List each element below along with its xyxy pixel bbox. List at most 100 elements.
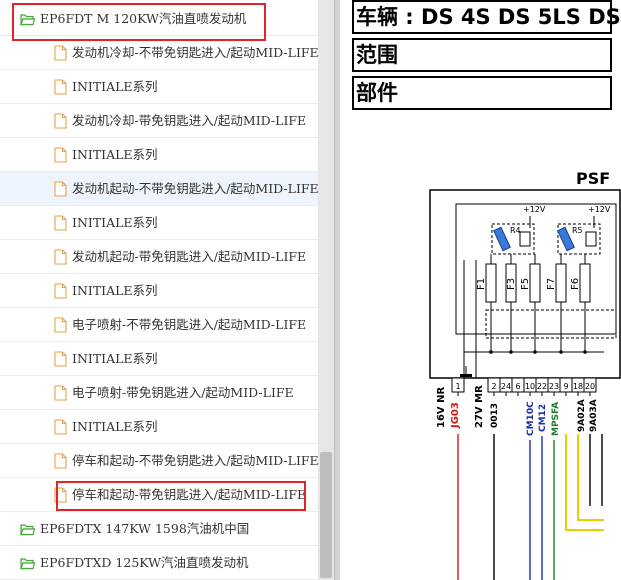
tree-item-label: EP6FDTX 147KW 1598汽油机中国 (40, 521, 250, 536)
wire-cm10c: CM10C (526, 401, 536, 436)
pin-9: 9 (563, 382, 568, 391)
tree-folder-item[interactable]: EP6FDT M 120KW汽油直喷发动机 (0, 2, 318, 36)
fuse-f1-label: F1 (476, 278, 487, 290)
document-icon (54, 147, 67, 167)
pane-splitter[interactable] (334, 0, 340, 580)
fuse-f5 (529, 263, 541, 303)
document-icon (54, 385, 67, 405)
tree-item-label: INITIALE系列 (72, 215, 158, 230)
document-icon (54, 215, 67, 235)
fuse-f7 (555, 263, 567, 303)
tree-item-label: INITIALE系列 (72, 351, 158, 366)
part-label: 部件 (356, 81, 398, 105)
wiring-schematic: PSF +12V +12V R4 R5 F1 F3 F5 F (429, 169, 621, 580)
supply-label-1: +12V (523, 205, 546, 214)
document-icon (54, 113, 67, 133)
fuse-f3-label: F3 (506, 278, 517, 290)
tree-folder-item[interactable]: EP6FDTXD 125KW汽油直喷发动机 (0, 546, 318, 580)
tree-item-label: 发动机起动-不带免钥匙进入/起动MID-LIFE (72, 181, 319, 196)
relay-r4-label: R4 (510, 226, 521, 235)
pin-2: 2 (491, 382, 496, 391)
tree-document-item[interactable]: 电子喷射-不带免钥匙进入/起动MID-LIFE (0, 308, 318, 342)
scrollbar-thumb[interactable] (320, 452, 332, 578)
wire-yellow-2 (577, 434, 604, 521)
fuse-f6 (579, 263, 591, 303)
tree-document-item[interactable]: 发动机起动-带免钥匙进入/起动MID-LIFE (0, 240, 318, 274)
pin-6: 6 (515, 382, 520, 391)
fuse-f5-label: F5 (520, 278, 531, 290)
scope-row: 范围 (352, 38, 612, 72)
wire-0013: 0013 (490, 403, 500, 428)
relay-r4-coil (493, 226, 511, 252)
document-icon (54, 283, 67, 303)
tree-document-item[interactable]: INITIALE系列 (0, 138, 318, 172)
psf-sub-box (485, 309, 617, 339)
tree-document-item[interactable]: INITIALE系列 (0, 70, 318, 104)
tree-item-label: 电子喷射-不带免钥匙进入/起动MID-LIFE (72, 317, 307, 332)
supply-label-2: +12V (588, 205, 611, 214)
document-icon (54, 419, 67, 439)
tree-folder-item[interactable]: EP6FDTX 147KW 1598汽油机中国 (0, 512, 318, 546)
document-icon (54, 181, 67, 201)
relay-r5-label: R5 (572, 226, 583, 235)
fuse-f1 (485, 263, 497, 303)
tree-document-item[interactable]: 发动机冷却-不带免钥匙进入/起动MID-LIFE (0, 36, 319, 70)
document-tree: EP6FDT M 120KW汽油直喷发动机发动机冷却-不带免钥匙进入/起动MID… (0, 2, 319, 580)
fuse-f6-label: F6 (570, 278, 581, 290)
folder-open-icon (20, 555, 36, 574)
tree-item-label: INITIALE系列 (72, 147, 158, 162)
tree-item-label: 电子喷射-带免钥匙进入/起动MID-LIFE (72, 385, 294, 400)
folder-open-icon (20, 11, 36, 30)
document-icon (54, 487, 67, 507)
pin-1: 1 (455, 382, 460, 391)
part-row: 部件 (352, 76, 612, 110)
tree-item-label: INITIALE系列 (72, 79, 158, 94)
pin-10: 10 (525, 382, 535, 391)
vehicle-label: 车辆 : DS 4S DS 5LS DS (356, 5, 621, 29)
document-icon (54, 453, 67, 473)
wire-9a02a: 9A02A (577, 399, 587, 432)
tree-item-label: 发动机冷却-带免钥匙进入/起动MID-LIFE (72, 113, 307, 128)
vehicle-row: 车辆 : DS 4S DS 5LS DS (352, 0, 621, 34)
pin-24: 24 (501, 382, 511, 391)
ground-symbol (460, 374, 472, 377)
connector-27v-label: 27V MR (474, 385, 485, 428)
tree-item-label: 停车和起动-不带免钥匙进入/起动MID-LIFE (72, 453, 319, 468)
connector-16v-label: 16V NR (436, 386, 447, 428)
tree-item-label: INITIALE系列 (72, 283, 158, 298)
wire-mpsfa: MPSFA (551, 402, 561, 436)
tree-document-item[interactable]: 发动机起动-不带免钥匙进入/起动MID-LIFE (0, 172, 319, 206)
relay-r5-coil (557, 226, 575, 252)
folder-open-icon (20, 521, 36, 540)
connector-jg03-label: JG03 (450, 402, 461, 429)
tree-item-label: 发动机起动-带免钥匙进入/起动MID-LIFE (72, 249, 307, 264)
tree-scrollbar[interactable] (318, 0, 334, 580)
psf-inner-box (455, 203, 617, 335)
pin-18: 18 (573, 382, 583, 391)
document-icon (54, 45, 67, 65)
document-icon (54, 317, 67, 337)
document-icon (54, 249, 67, 269)
pin-23: 23 (549, 382, 559, 391)
tree-document-item[interactable]: INITIALE系列 (0, 206, 318, 240)
tree-document-item[interactable]: INITIALE系列 (0, 410, 318, 444)
psf-box-title: PSF (576, 169, 610, 188)
tree-item-label: EP6FDTXD 125KW汽油直喷发动机 (40, 555, 249, 570)
document-viewer: 车辆 : DS 4S DS 5LS DS 范围 部件 PSF +12V +12V… (340, 0, 621, 580)
tree-document-item[interactable]: INITIALE系列 (0, 274, 318, 308)
pin-20: 20 (585, 382, 595, 391)
pin-22: 22 (537, 382, 547, 391)
tree-document-item[interactable]: 停车和起动-不带免钥匙进入/起动MID-LIFE (0, 444, 319, 478)
relay-r4 (491, 223, 535, 255)
tree-document-item[interactable]: 电子喷射-带免钥匙进入/起动MID-LIFE (0, 376, 318, 410)
tree-item-label: 发动机冷却-不带免钥匙进入/起动MID-LIFE (72, 45, 319, 60)
tree-item-label: 停车和起动-带免钥匙进入/起动MID-LIFE (72, 487, 307, 502)
tree-document-item[interactable]: 停车和起动-带免钥匙进入/起动MID-LIFE (0, 478, 318, 512)
tree-document-item[interactable]: INITIALE系列 (0, 342, 318, 376)
tree-document-item[interactable]: 发动机冷却-带免钥匙进入/起动MID-LIFE (0, 104, 318, 138)
scope-label: 范围 (356, 43, 398, 67)
tree-item-label: INITIALE系列 (72, 419, 158, 434)
document-icon (54, 79, 67, 99)
wire-yellow-1 (565, 434, 604, 531)
wire-cm12: CM12 (538, 404, 548, 432)
